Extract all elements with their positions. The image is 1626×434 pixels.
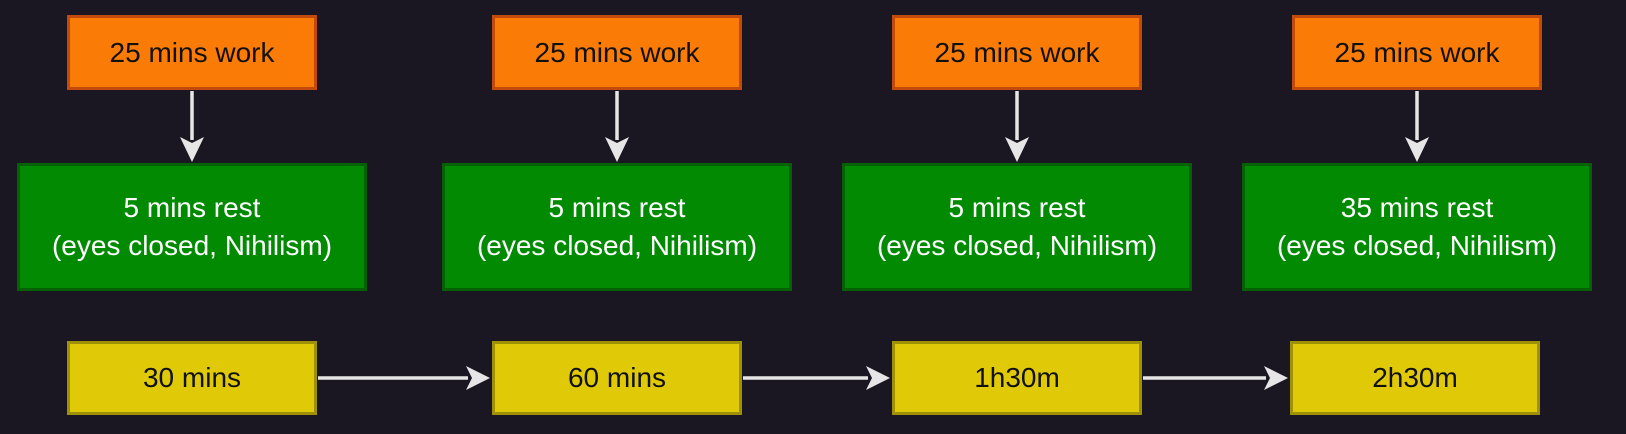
work-box-3: 25 mins work [892,15,1142,90]
total-box-1: 30 mins [67,341,317,415]
total-box-2: 60 mins [492,341,742,415]
total-box-3: 1h30m [892,341,1142,415]
rest-box-2: 5 mins rest (eyes closed, Nihilism) [442,163,792,291]
right-arrow-3 [1143,366,1288,390]
rest-box-4: 35 mins rest (eyes closed, Nihilism) [1242,163,1592,291]
rest-box-1: 5 mins rest (eyes closed, Nihilism) [17,163,367,291]
rest-box-4-line2: (eyes closed, Nihilism) [1276,230,1558,261]
down-arrow-2 [605,91,629,162]
rest-box-4-line1: 35 mins rest [1340,192,1494,223]
work-box-2: 25 mins work [492,15,742,90]
rest-box-1-line1: 5 mins rest [123,192,261,223]
rest-box-3: 5 mins rest (eyes closed, Nihilism) [842,163,1192,291]
right-arrow-2 [743,366,890,390]
work-box-4: 25 mins work [1292,15,1542,90]
total-box-4: 2h30m [1290,341,1540,415]
down-arrow-3 [1005,91,1029,162]
rest-box-3-line2: (eyes closed, Nihilism) [876,230,1158,261]
rest-box-1-line2: (eyes closed, Nihilism) [51,230,333,261]
right-arrow-1 [318,366,490,390]
work-box-1: 25 mins work [67,15,317,90]
down-arrow-4 [1405,91,1429,162]
rest-box-2-line2: (eyes closed, Nihilism) [476,230,758,261]
rest-box-3-line1: 5 mins rest [948,192,1086,223]
down-arrow-1 [180,91,204,162]
rest-box-2-line1: 5 mins rest [548,192,686,223]
